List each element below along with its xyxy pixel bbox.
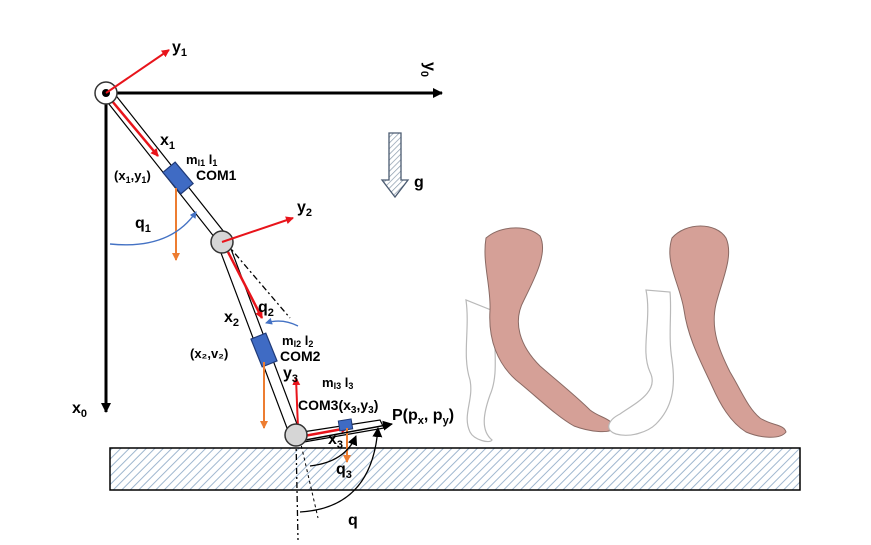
label-m-l1: ml1 l1 bbox=[186, 152, 217, 168]
walking-legs-illustration bbox=[465, 225, 787, 443]
label-x1: x1 bbox=[160, 132, 175, 152]
label-x1-y1: (x1,y1) bbox=[114, 168, 151, 185]
label-y0: y0 bbox=[418, 62, 438, 77]
label-x3: x3 bbox=[328, 431, 343, 451]
label-x2-v2: (x₂,v₂) bbox=[190, 346, 228, 361]
angle-q-arc bbox=[299, 427, 383, 513]
com-1-box bbox=[162, 161, 194, 195]
label-y2: y2 bbox=[297, 199, 312, 219]
joint-3-y3-axis bbox=[292, 377, 301, 429]
joint-1-y1-axis bbox=[105, 49, 170, 94]
label-q3: q3 bbox=[336, 461, 352, 481]
joint-circle-icon bbox=[284, 423, 308, 447]
label-x0: x0 bbox=[72, 400, 87, 420]
angle-q1-arc bbox=[109, 211, 197, 246]
label-com3: COM3(x3,y3) bbox=[298, 397, 378, 416]
vertical-reference bbox=[299, 439, 319, 519]
label-y3: y3 bbox=[283, 365, 298, 385]
angle-q3-arc bbox=[309, 435, 358, 467]
label-gravity: g bbox=[414, 174, 424, 191]
label-q1: q1 bbox=[135, 215, 151, 235]
label-com2: COM2 bbox=[280, 348, 321, 364]
label-x2: x2 bbox=[224, 309, 239, 329]
ground bbox=[109, 447, 801, 491]
label-y1: y1 bbox=[172, 39, 187, 59]
com-2-box bbox=[250, 332, 278, 368]
com-3-box bbox=[337, 418, 354, 432]
label-m-l2: ml2 l2 bbox=[282, 333, 313, 349]
label-m-l3: ml3 l3 bbox=[322, 375, 353, 391]
link-2-extension bbox=[295, 439, 299, 541]
link-1-x1-axis bbox=[111, 100, 159, 157]
endpoint-arrow bbox=[299, 420, 393, 442]
label-q: q bbox=[348, 512, 358, 529]
angle-q2-arc bbox=[265, 317, 299, 327]
link-1-extension bbox=[225, 242, 291, 319]
label-endpoint-p: P(px, py) bbox=[392, 407, 454, 427]
label-com1: COM1 bbox=[196, 167, 237, 183]
gravity-arrow-icon bbox=[380, 132, 410, 199]
link-2-x2-axis bbox=[226, 251, 264, 319]
label-q2: q2 bbox=[258, 299, 274, 319]
joint-2-y2-axis bbox=[221, 216, 294, 243]
